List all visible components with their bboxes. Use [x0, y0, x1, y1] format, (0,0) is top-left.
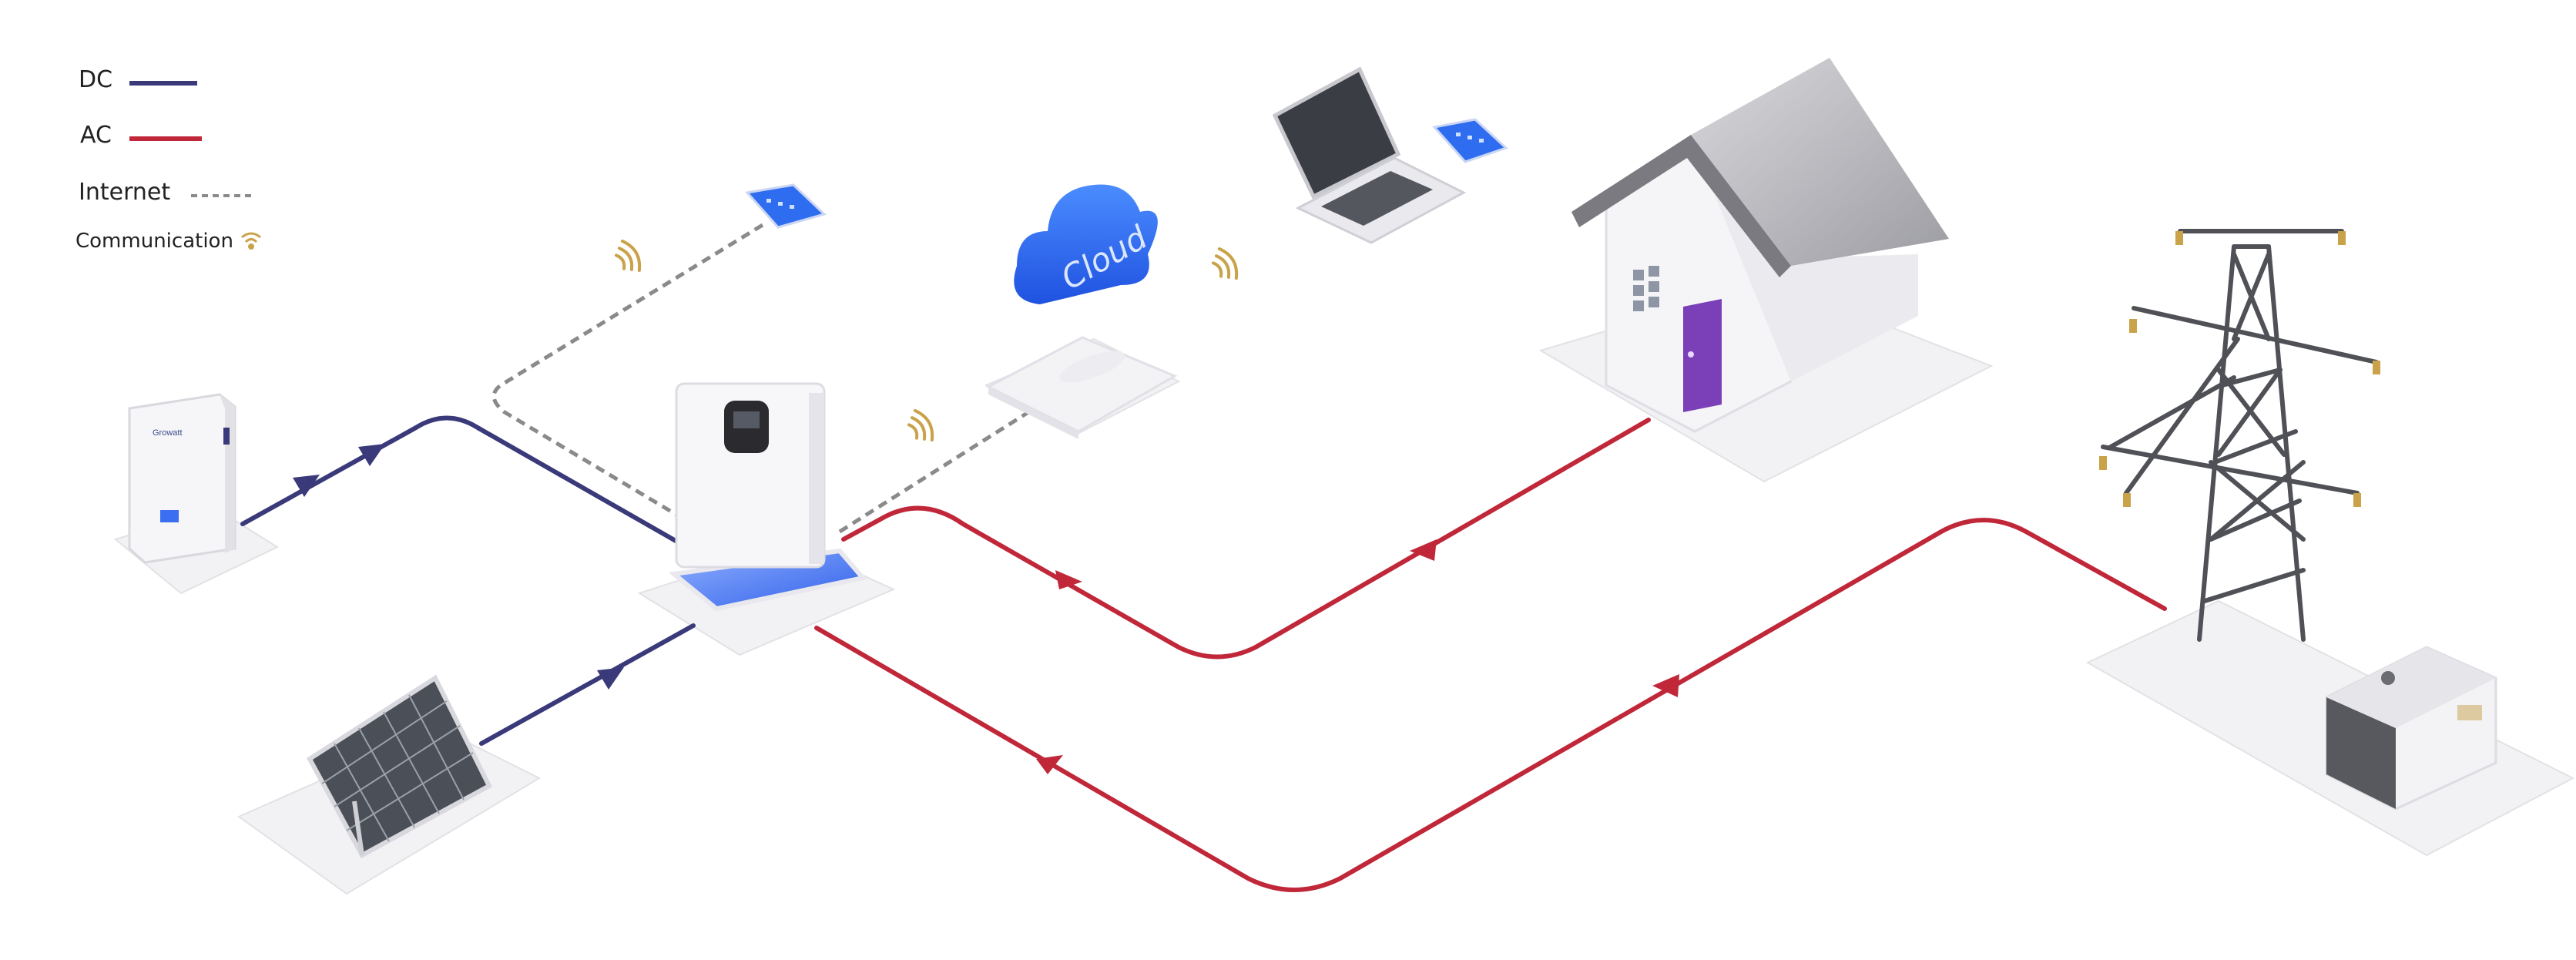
- wifi-icon: [241, 232, 261, 250]
- legend-communication-label: Communication: [75, 230, 233, 253]
- ac-arrows: [1036, 539, 1679, 774]
- wifi-icon: [615, 239, 642, 273]
- wifi-icon: [1212, 247, 1239, 280]
- inverter-icon: [668, 382, 867, 612]
- battery-brand-label: Growatt: [153, 428, 183, 438]
- legend: [129, 81, 261, 250]
- ac-arrow: [1055, 570, 1082, 589]
- dc-line-battery: [240, 415, 696, 553]
- cloud-icon: Cloud: [1014, 184, 1158, 304]
- generator-icon: [2325, 646, 2497, 811]
- smartphone-icon: [745, 183, 827, 229]
- internet-lines: [491, 223, 1030, 534]
- solar-panel-icon: [307, 674, 492, 859]
- internet-line-router: [838, 410, 1030, 534]
- ac-lines: [814, 418, 2167, 892]
- legend-ac-label: AC: [80, 122, 112, 149]
- ac-arrow: [1410, 539, 1437, 561]
- dc-arrow: [293, 475, 320, 497]
- house-icon: [1571, 58, 1949, 433]
- power-pylon-icon: [2101, 229, 2379, 642]
- ac-line-house: [841, 418, 1651, 660]
- dc-arrow: [597, 667, 624, 690]
- battery-icon: [128, 393, 236, 564]
- insulators: [2099, 231, 2380, 507]
- dc-arrow: [358, 444, 385, 466]
- wifi-icon: [907, 408, 934, 442]
- dc-arrows: [293, 444, 624, 690]
- internet-line-phone: [491, 223, 764, 522]
- dc-lines: [240, 415, 696, 746]
- smartphone-icon: [1432, 118, 1508, 163]
- ac-line-grid: [814, 518, 2167, 892]
- communication-marks: [615, 239, 1239, 442]
- router-icon: [985, 336, 1178, 439]
- laptop-icon: [1272, 66, 1467, 244]
- legend-dc-label: DC: [79, 66, 113, 93]
- ac-arrow: [1036, 755, 1063, 774]
- dc-line-solar: [479, 623, 696, 746]
- legend-internet-label: Internet: [79, 179, 171, 206]
- ac-arrow: [1652, 674, 1679, 697]
